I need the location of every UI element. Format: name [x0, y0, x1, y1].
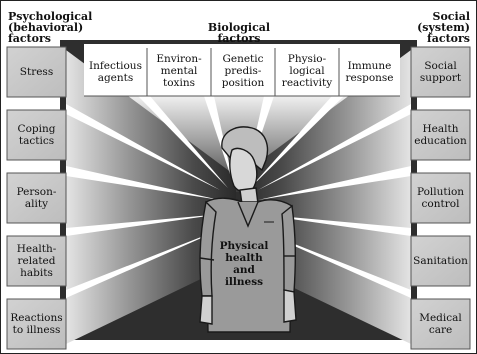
bio-factor-physiological-reactivity: Physio- logical reactivity	[275, 53, 339, 89]
social-factor-pollution-control: Pollution control	[411, 186, 470, 210]
social-factor-social-support: Social support	[411, 60, 470, 84]
biological-header: Biological factors	[196, 22, 282, 44]
social-factor-sanitation: Sanitation	[411, 255, 470, 267]
bio-factor-immune-response: Immune response	[339, 60, 400, 84]
psychological-header: Psychological (behavioral) factors	[8, 11, 92, 44]
social-header: Social (system) factors	[400, 11, 470, 44]
social-factor-health-education: Health education	[411, 123, 470, 147]
bio-factor-infectious-agents: Infectious agents	[84, 60, 147, 84]
psych-factor-health-habits: Health- related habits	[7, 243, 66, 279]
bio-factor-genetic-predisposition: Genetic predis- position	[211, 53, 275, 89]
social-factor-medical-care: Medical care	[411, 312, 470, 336]
psych-factor-personality: Person- ality	[7, 186, 66, 210]
psych-factor-coping-tactics: Coping tactics	[7, 123, 66, 147]
psych-factor-stress: Stress	[7, 66, 66, 78]
bio-factor-environmental-toxins: Environ- mental toxins	[147, 53, 211, 89]
psych-factor-reactions-to-illness: Reactions to illness	[7, 312, 66, 336]
center-label-physical-health: Physical health and illness	[214, 240, 274, 288]
